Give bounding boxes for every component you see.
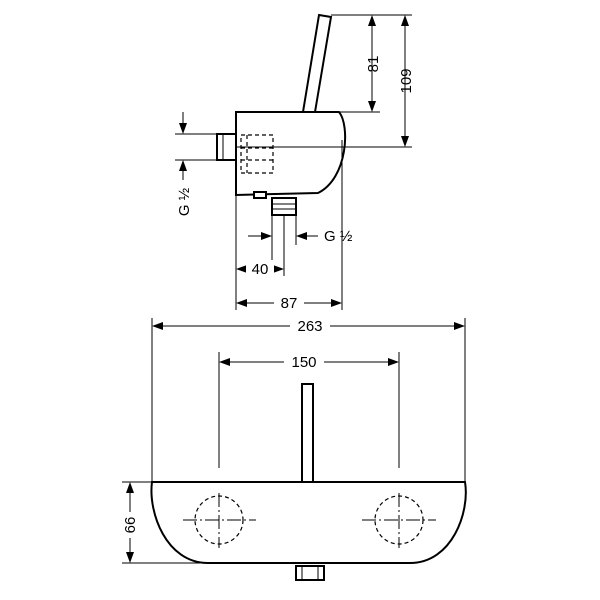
- side-hidden-cartridge: [240, 134, 274, 174]
- front-mixer-body: [150, 481, 467, 564]
- dim-label-inlet-thread: G ½: [176, 187, 193, 216]
- dim-label-66: 66: [122, 517, 139, 534]
- front-outlet-connector: [295, 565, 325, 581]
- dim-label-40: 40: [252, 261, 269, 278]
- dimension-inlet-thread: G ½: [176, 112, 193, 216]
- side-handle-lever: [301, 13, 333, 113]
- side-mixer-body: [235, 111, 347, 197]
- dimension-81: 81: [365, 15, 382, 112]
- dim-label-81: 81: [365, 56, 382, 73]
- dim-label-150: 150: [291, 354, 316, 371]
- dim-label-263: 263: [297, 318, 322, 335]
- dimension-87: 87: [236, 294, 342, 312]
- side-outlet-connector: [271, 197, 297, 216]
- dim-label-87: 87: [281, 295, 298, 312]
- dimension-66: 66: [120, 482, 139, 563]
- dimension-150: 150: [219, 352, 399, 371]
- side-view: [216, 13, 347, 216]
- dimension-109: 109: [398, 15, 415, 147]
- front-extension-lines: [122, 318, 466, 564]
- dimension-263: 263: [152, 316, 465, 335]
- side-inlet-connector: [216, 133, 237, 161]
- dim-label-109: 109: [398, 68, 415, 93]
- dimension-40: 40: [236, 260, 284, 278]
- side-small-nub: [253, 191, 267, 199]
- front-handle-lever: [301, 383, 314, 484]
- side-extension-lines: [175, 14, 412, 310]
- dimension-outlet-thread: G ½: [248, 228, 353, 245]
- front-view: [150, 383, 467, 581]
- dim-label-outlet-thread: G ½: [324, 228, 353, 245]
